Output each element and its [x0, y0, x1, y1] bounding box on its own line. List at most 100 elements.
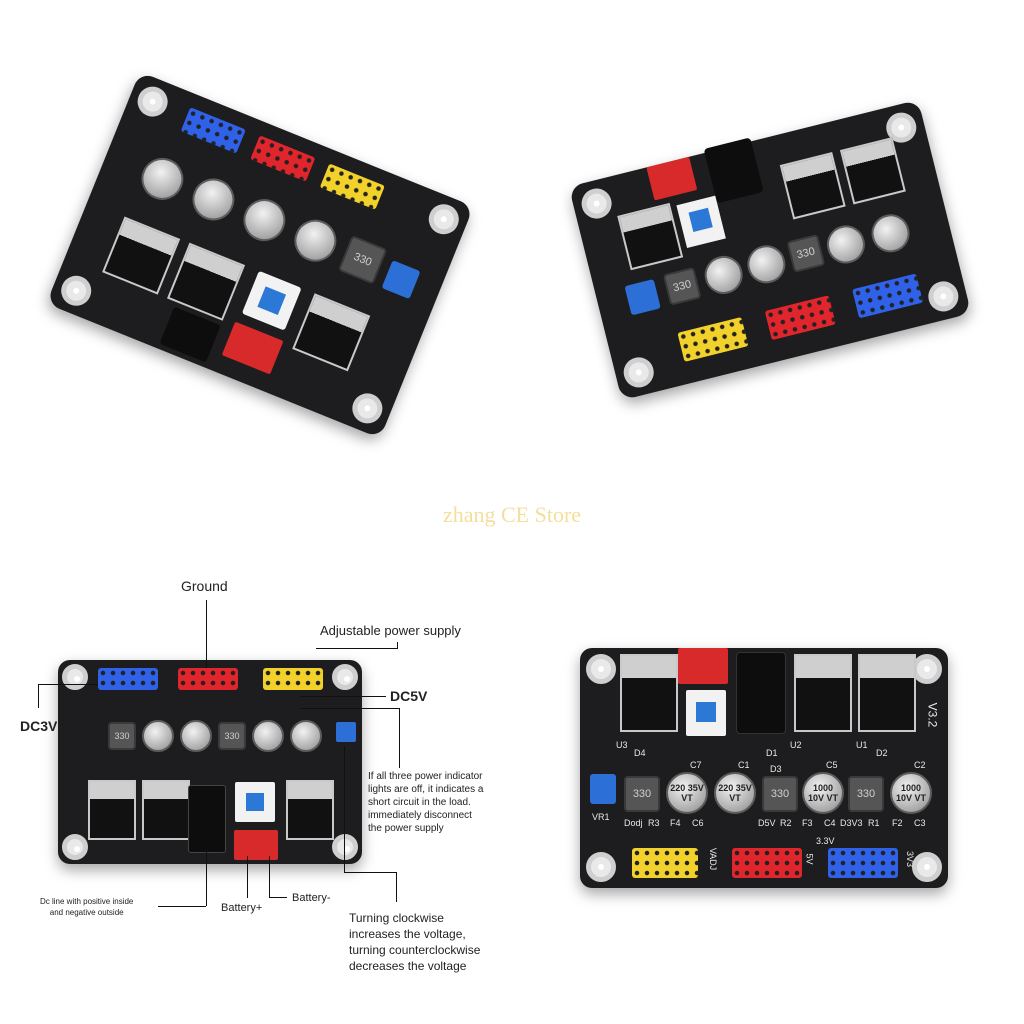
mount-hole: [424, 199, 464, 239]
mount-hole: [925, 278, 962, 315]
board-photo-angled-left: 330: [40, 60, 474, 460]
header-5v: [250, 135, 316, 182]
silk-c5: C5: [826, 760, 838, 770]
capacitor: [237, 192, 292, 248]
screw-terminal-icon[interactable]: [221, 321, 284, 375]
inductor: 330: [786, 234, 826, 273]
regulator: [617, 202, 684, 271]
push-button-icon[interactable]: [241, 270, 302, 331]
mount-hole: [56, 271, 96, 311]
silk-u2: U2: [790, 740, 802, 750]
silk-vr1: VR1: [592, 812, 610, 822]
capacitor: [290, 720, 322, 752]
jack-icon: [188, 785, 226, 853]
callout-line-dc3v: [38, 684, 39, 708]
silk-d2: D2: [876, 748, 888, 758]
button-cap: [688, 207, 713, 233]
board-version: V3.2: [925, 702, 940, 728]
regulator: [102, 216, 181, 295]
silk-f2: F2: [892, 818, 903, 828]
trimpot-icon[interactable]: [336, 722, 356, 742]
screw-terminal-icon[interactable]: [678, 648, 728, 684]
callout-line-trimmer: [396, 872, 397, 902]
capacitor: [743, 241, 790, 288]
push-button-icon[interactable]: [686, 690, 726, 736]
callout-line-dc: [206, 850, 207, 906]
button-cap: [257, 286, 287, 316]
mount-hole: [347, 388, 387, 428]
callout-ground: Ground: [181, 578, 228, 594]
callout-dc-line-text: Dc line with positive inside: [40, 897, 134, 906]
mount-hole: [133, 82, 173, 122]
silk-3.3v: 3.3V: [816, 836, 835, 846]
callout-line-trimmer: [344, 872, 396, 873]
trimpot-icon[interactable]: [624, 279, 661, 316]
callout-trimmer-line: decreases the voltage: [349, 959, 467, 973]
silk-c2: C2: [914, 760, 926, 770]
regulator: [779, 152, 846, 220]
callout-line-indicator: [300, 708, 400, 709]
callout-line-dc: [158, 906, 206, 907]
regulator: [839, 137, 906, 205]
capacitor: [700, 251, 747, 298]
capacitor: [288, 213, 343, 269]
header-adj: [263, 668, 323, 690]
callout-battery-minus: Battery-: [292, 892, 331, 904]
silk-d5v: D5V: [758, 818, 776, 828]
screw-terminal-icon[interactable]: [646, 156, 698, 201]
jack-icon: [736, 652, 786, 734]
callout-line-indicator: [399, 708, 400, 768]
capacitor: [822, 221, 869, 268]
mount-hole: [62, 834, 88, 860]
silk-c1: C1: [738, 760, 750, 770]
inductor: 330: [662, 266, 702, 306]
silk-c6: C6: [692, 818, 704, 828]
callout-indicator-line: the power supply: [368, 823, 444, 834]
header-adj: [319, 163, 386, 210]
inductor: 330: [108, 722, 136, 750]
capacitor: [252, 720, 284, 752]
callout-line-ground: [206, 600, 207, 668]
callout-line-battery-minus: [269, 856, 270, 898]
push-button-icon[interactable]: [676, 195, 726, 249]
silk-r3: R3: [648, 818, 660, 828]
trimpot-icon[interactable]: [381, 260, 421, 300]
pcb-flat: V3.2 330 220 35V VT 220 35V VT 330 1000 …: [580, 648, 948, 888]
capacitor: [142, 720, 174, 752]
button-cap: [696, 702, 716, 722]
silk-vadj: VADJ: [708, 847, 719, 871]
callout-line-battery-minus: [269, 897, 287, 898]
push-button-icon[interactable]: [235, 782, 275, 822]
callout-line-adj: [397, 642, 398, 649]
silk-r1: R1: [868, 818, 880, 828]
silk-u1: U1: [856, 740, 868, 750]
silk-f3: F3: [802, 818, 813, 828]
screw-terminal-icon[interactable]: [234, 830, 278, 860]
header-adj: [632, 848, 698, 878]
callout-indicator: If all three power indicator lights are …: [368, 770, 483, 835]
board-photo-angled-right: 330 330: [560, 99, 990, 410]
silk-r2: R2: [780, 818, 792, 828]
silk-f4: F4: [670, 818, 681, 828]
callout-trimmer: Turning clockwise increases the voltage,…: [349, 910, 480, 974]
silk-u3: U3: [616, 740, 628, 750]
board-photo-flat: V3.2 330 220 35V VT 220 35V VT 330 1000 …: [580, 648, 948, 888]
callout-line-trimmer: [344, 746, 345, 872]
callout-trimmer-line: turning counterclockwise: [349, 943, 481, 957]
capacitor: 1000 10V VT: [890, 772, 932, 814]
callout-adjustable: Adjustable power supply: [320, 623, 461, 638]
silk-c4: C4: [824, 818, 836, 828]
jack-icon: [703, 137, 764, 204]
trimpot-icon[interactable]: [590, 774, 616, 804]
inductor: 330: [337, 235, 388, 285]
capacitor: 1000 10V VT: [802, 772, 844, 814]
capacitor: 220 35V VT: [666, 772, 708, 814]
callout-dc-line-text: and negative outside: [49, 908, 124, 917]
callout-line-dc5v: [300, 696, 386, 697]
regulator: [858, 654, 916, 732]
mount-hole: [578, 185, 615, 222]
callout-indicator-line: short circuit in the load.: [368, 797, 471, 808]
silk-5v: 5V: [804, 853, 815, 865]
header-5v: [764, 295, 836, 341]
callout-indicator-line: lights are off, it indicates a: [368, 784, 484, 795]
